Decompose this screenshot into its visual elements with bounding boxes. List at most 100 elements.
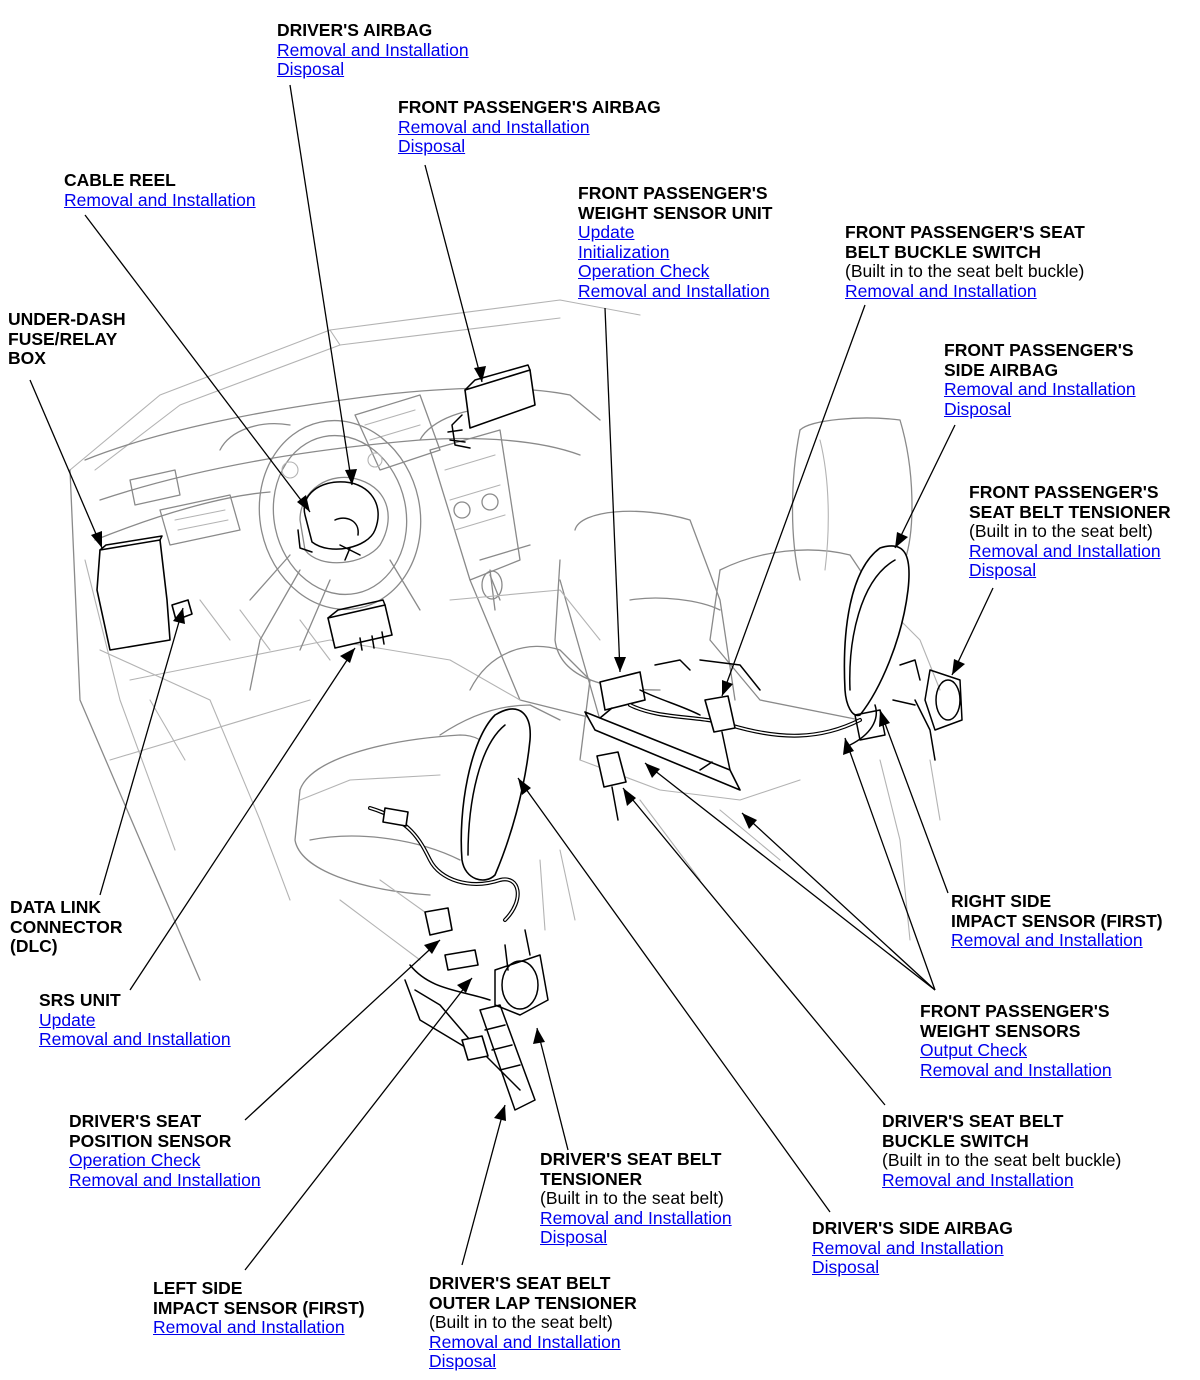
callout-drivers-seat-belt-outer-lap-tensioner: DRIVER'S SEAT BELT OUTER LAP TENSIONER (… [429,1273,637,1372]
callout-note: (Built in to the seat belt) [429,1312,613,1333]
removal-and-installation-link[interactable]: Removal and Installation [398,116,590,137]
removal-and-installation-link[interactable]: Removal and Installation [69,1169,261,1190]
removal-and-installation-link[interactable]: Removal and Installation [540,1207,732,1228]
disposal-link[interactable]: Disposal [969,560,1037,581]
disposal-link[interactable]: Disposal [429,1351,497,1372]
callout-front-passengers-seat-belt-tensioner: FRONT PASSENGER'S SEAT BELT TENSIONER (B… [969,482,1171,581]
srs-components [96,364,963,1111]
callout-title-line-1: FRONT PASSENGER'S [969,482,1159,502]
callout-front-passengers-weight-sensor-unit: FRONT PASSENGER'S WEIGHT SENSOR UNIT Upd… [578,183,773,302]
callout-title-line-2: BUCKLE SWITCH [882,1130,1029,1151]
front-passengers-airbag-shape [464,369,536,429]
operation-check-link[interactable]: Operation Check [69,1150,201,1171]
callout-note: (Built in to the seat belt) [540,1188,724,1209]
update-link[interactable]: Update [578,222,635,243]
callout-drivers-seat-belt-tensioner: DRIVER'S SEAT BELT TENSIONER (Built in t… [540,1149,732,1248]
callout-front-passengers-side-airbag: FRONT PASSENGER'S SIDE AIRBAG Removal an… [944,340,1136,419]
callout-title: CABLE REEL [64,170,176,190]
disposal-link[interactable]: Disposal [277,59,345,80]
callout-title-line-1: DRIVER'S SEAT [69,1111,202,1131]
callout-title-line-2: CONNECTOR [10,916,123,937]
callout-title-line-2: WEIGHT SENSORS [920,1020,1081,1041]
drivers-seat-belt-tensioner-shape [494,954,549,1016]
callout-title-line-1: FRONT PASSENGER'S [920,1001,1110,1021]
arrow-drivers-airbag [345,469,357,485]
callout-title-line-1: FRONT PASSENGER'S [578,183,768,203]
front-passengers-side-airbag-shape [843,545,910,717]
front-passengers-seat-belt-buckle-shape [704,695,736,733]
operation-check-link[interactable]: Operation Check [578,261,710,282]
under-dash-fuse-relay-box-shape [96,539,171,651]
callout-title-line-1: DRIVER'S SEAT BELT [882,1111,1064,1131]
removal-and-installation-link[interactable]: Removal and Installation [277,39,469,60]
callout-title-line-2: OUTER LAP TENSIONER [429,1292,637,1313]
callout-front-passengers-airbag: FRONT PASSENGER'S AIRBAG Removal and Ins… [398,97,661,157]
leader-drivers-buckle-switch [622,787,886,1106]
leader-front-passengers-airbag [424,164,483,383]
output-check-link[interactable]: Output Check [920,1040,1027,1061]
drivers-seat-belt-buckle-shape [596,751,627,788]
leader-passengers-seat-belt-tensioner [951,587,994,676]
removal-and-installation-link[interactable]: Removal and Installation [920,1059,1112,1080]
removal-and-installation-link[interactable]: Removal and Installation [969,540,1161,561]
callout-title-line-2: FUSE/RELAY [8,328,118,349]
removal-and-installation-link[interactable]: Removal and Installation [578,280,770,301]
srs-unit-shape [327,604,393,649]
removal-and-installation-link[interactable]: Removal and Installation [944,379,1136,400]
leader-lines [29,84,994,1271]
callout-title-line-2: IMPACT SENSOR (FIRST) [153,1297,365,1318]
callout-note: (Built in to the seat belt) [969,521,1153,542]
drivers-side-airbag-shape [460,708,531,881]
callout-title-line-1: LEFT SIDE [153,1278,243,1298]
initialization-link[interactable]: Initialization [578,241,670,262]
removal-and-installation-link[interactable]: Removal and Installation [39,1029,231,1050]
update-link[interactable]: Update [39,1009,96,1030]
callout-right-side-impact-sensor: RIGHT SIDE IMPACT SENSOR (FIRST) Removal… [951,891,1163,951]
callout-title-line-2: POSITION SENSOR [69,1130,232,1151]
removal-and-installation-link[interactable]: Removal and Installation [153,1317,345,1338]
callout-front-passengers-seat-belt-buckle-switch: FRONT PASSENGER'S SEAT BELT BUCKLE SWITC… [845,222,1085,301]
leader-passengers-buckle-switch [721,304,866,697]
callout-title: DRIVER'S AIRBAG [277,20,433,40]
disposal-link[interactable]: Disposal [944,398,1012,419]
removal-and-installation-link[interactable]: Removal and Installation [845,280,1037,301]
leader-dlc [99,607,184,896]
leader-cable-reel [84,214,311,513]
callout-title-line-1: FRONT PASSENGER'S [944,340,1134,360]
callout-title-line-2: SIDE AIRBAG [944,359,1059,380]
callout-srs-unit: SRS UNIT Update Removal and Installation [39,990,231,1050]
callout-title-line-1: RIGHT SIDE [951,891,1052,911]
callout-title-line-1: UNDER-DASH [8,309,126,329]
callout-title: SRS UNIT [39,990,121,1010]
removal-and-installation-link[interactable]: Removal and Installation [812,1237,1004,1258]
leader-srs-unit [129,647,356,991]
removal-and-installation-link[interactable]: Removal and Installation [429,1331,621,1352]
callout-left-side-impact-sensor: LEFT SIDE IMPACT SENSOR (FIRST) Removal … [153,1278,365,1338]
drivers-seat-position-sensor-shape [424,907,453,936]
leader-right-side-impact-sensor [879,709,949,894]
callout-title-line-1: FRONT PASSENGER'S SEAT [845,222,1085,242]
leader-left-side-impact-sensor [244,977,473,1271]
removal-and-installation-link[interactable]: Removal and Installation [951,930,1143,951]
callout-title-line-2: TENSIONER [540,1168,643,1189]
car-interior-sketch [69,299,941,981]
callout-title-line-3: (DLC) [10,936,58,957]
callout-title-line-3: BOX [8,348,46,369]
disposal-link[interactable]: Disposal [398,136,466,157]
callout-title-line-2: WEIGHT SENSOR UNIT [578,202,773,223]
callout-title-line-2: IMPACT SENSOR (FIRST) [951,910,1163,931]
leader-drivers-side-airbag [517,777,831,1213]
removal-and-installation-link[interactable]: Removal and Installation [64,189,256,210]
callout-title-line-1: DRIVER'S SEAT BELT [429,1273,611,1293]
disposal-link[interactable]: Disposal [540,1227,608,1248]
removal-and-installation-link[interactable]: Removal and Installation [882,1169,1074,1190]
callout-title-line-1: DRIVER'S SEAT BELT [540,1149,722,1169]
callout-front-passengers-weight-sensors: FRONT PASSENGER'S WEIGHT SENSORS Output … [920,1001,1112,1080]
callout-drivers-seat-belt-buckle-switch: DRIVER'S SEAT BELT BUCKLE SWITCH (Built … [882,1111,1122,1190]
callout-note: (Built in to the seat belt buckle) [882,1150,1122,1171]
leader-drivers-airbag [289,84,353,486]
callout-title: DRIVER'S SIDE AIRBAG [812,1218,1013,1238]
leader-seat-position-sensor [244,939,441,1121]
callout-data-link-connector: DATA LINK CONNECTOR (DLC) [10,897,123,957]
disposal-link[interactable]: Disposal [812,1257,880,1278]
